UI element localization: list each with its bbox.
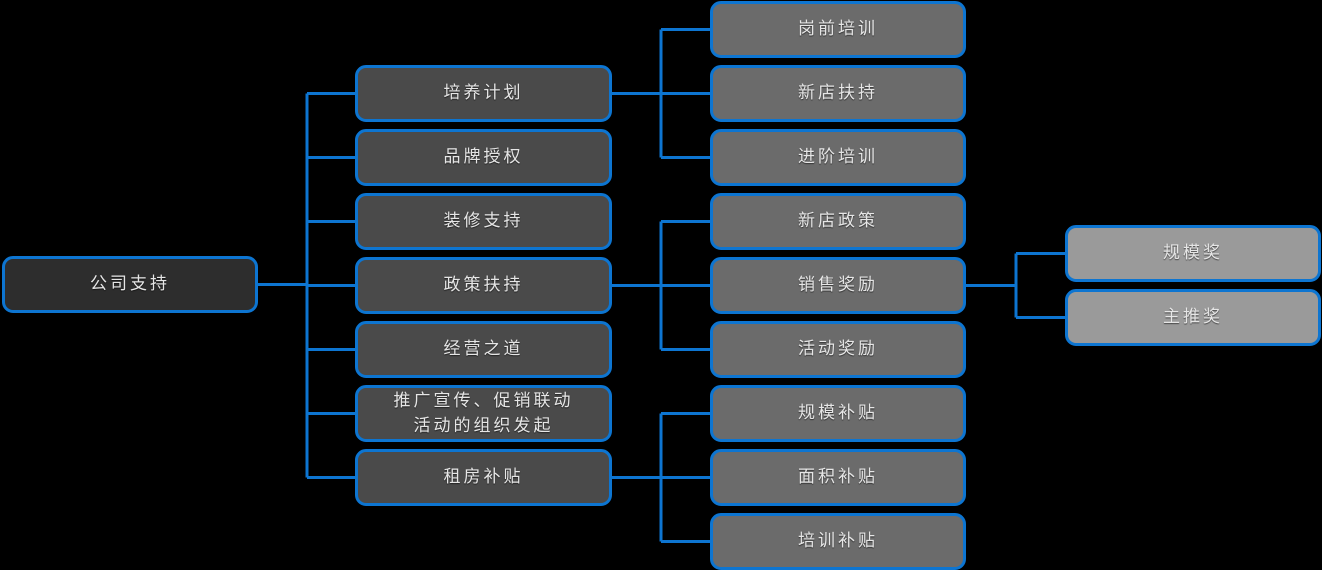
node-level3-2[interactable]: 进阶培训 bbox=[710, 129, 966, 186]
node-label: 培训补贴 bbox=[798, 531, 878, 552]
node-level3-5[interactable]: 活动奖励 bbox=[710, 321, 966, 378]
node-label: 面积补贴 bbox=[798, 467, 878, 488]
node-level3-7[interactable]: 面积补贴 bbox=[710, 449, 966, 506]
node-level2-6[interactable]: 租房补贴 bbox=[355, 449, 612, 506]
node-level3-8[interactable]: 培训补贴 bbox=[710, 513, 966, 570]
node-level2-5[interactable]: 推广宣传、促销联动 活动的组织发起 bbox=[355, 385, 612, 442]
node-level2-0[interactable]: 培养计划 bbox=[355, 65, 612, 122]
node-label: 装修支持 bbox=[443, 211, 524, 232]
node-label: 规模补贴 bbox=[798, 403, 878, 424]
node-label: 主推奖 bbox=[1163, 307, 1223, 328]
node-level2-3[interactable]: 政策扶持 bbox=[355, 257, 612, 314]
node-label: 培养计划 bbox=[443, 83, 524, 104]
node-label: 新店扶持 bbox=[798, 83, 878, 104]
node-level4-1[interactable]: 主推奖 bbox=[1065, 289, 1321, 346]
node-label: 活动奖励 bbox=[798, 339, 878, 360]
node-label: 进阶培训 bbox=[798, 147, 878, 168]
node-level3-6[interactable]: 规模补贴 bbox=[710, 385, 966, 442]
node-label: 租房补贴 bbox=[443, 467, 524, 488]
node-level3-4[interactable]: 销售奖励 bbox=[710, 257, 966, 314]
node-level2-2[interactable]: 装修支持 bbox=[355, 193, 612, 250]
node-level3-0[interactable]: 岗前培训 bbox=[710, 1, 966, 58]
node-label: 品牌授权 bbox=[443, 147, 524, 168]
node-label: 新店政策 bbox=[798, 211, 878, 232]
node-label: 岗前培训 bbox=[798, 19, 878, 40]
node-label: 经营之道 bbox=[443, 339, 524, 360]
node-root[interactable]: 公司支持 bbox=[2, 256, 258, 313]
node-label: 政策扶持 bbox=[443, 275, 524, 296]
node-level2-4[interactable]: 经营之道 bbox=[355, 321, 612, 378]
node-label: 销售奖励 bbox=[798, 275, 878, 296]
node-level3-1[interactable]: 新店扶持 bbox=[710, 65, 966, 122]
node-level3-3[interactable]: 新店政策 bbox=[710, 193, 966, 250]
node-label: 推广宣传、促销联动 活动的组织发起 bbox=[393, 390, 574, 436]
node-label: 公司支持 bbox=[90, 274, 170, 295]
node-level2-1[interactable]: 品牌授权 bbox=[355, 129, 612, 186]
node-label: 规模奖 bbox=[1163, 243, 1223, 264]
node-level4-0[interactable]: 规模奖 bbox=[1065, 225, 1321, 282]
